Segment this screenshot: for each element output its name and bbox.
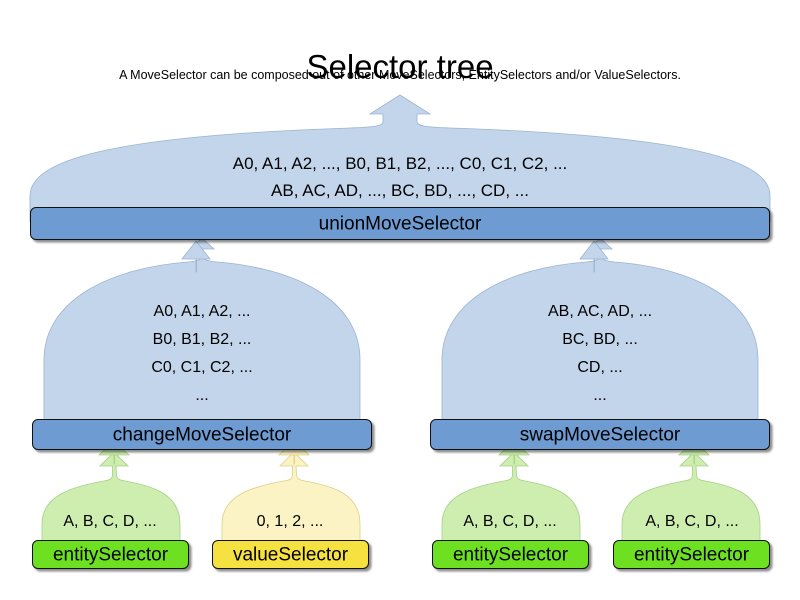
swap-balloon-shape bbox=[441, 237, 759, 433]
swap-line-4: ... bbox=[593, 387, 607, 404]
leaf1-line-1: A, B, C, D, ... bbox=[63, 513, 157, 530]
leaf4-line-1: A, B, C, D, ... bbox=[645, 513, 739, 530]
swap-line-1: AB, AC, AD, ... bbox=[547, 303, 653, 320]
change-line-2: B0, B1, B2, ... bbox=[152, 331, 252, 348]
change-move-selector-label: changeMoveSelector bbox=[112, 424, 292, 445]
leaf3-line-1: A, B, C, D, ... bbox=[463, 513, 557, 530]
change-line-3: C0, C1, C2, ... bbox=[151, 359, 253, 376]
change-balloon-shape bbox=[43, 237, 361, 433]
value-selector-bar[interactable]: valueSelector bbox=[212, 540, 369, 569]
union-line-1: A0, A1, A2, ..., B0, B1, B2, ..., C0, C1… bbox=[232, 154, 568, 173]
swap-move-selector-label: swapMoveSelector bbox=[519, 424, 681, 445]
entity-selector-label-1: entitySelector bbox=[52, 544, 169, 565]
leaf3-balloon-shape bbox=[441, 451, 581, 553]
union-line-2: AB, AC, AD, ..., BC, BD, ..., CD, ... bbox=[271, 181, 529, 200]
entity-selector-label-3: entitySelector bbox=[633, 544, 750, 565]
entity-selector-bar-2[interactable]: entitySelector bbox=[432, 540, 589, 569]
swap-line-3: CD, ... bbox=[577, 359, 623, 376]
union-move-selector-bar[interactable]: unionMoveSelector bbox=[30, 207, 770, 240]
union-move-selector-label: unionMoveSelector bbox=[318, 213, 482, 234]
swap-move-selector-bar[interactable]: swapMoveSelector bbox=[430, 419, 770, 450]
leaf4-balloon-shape bbox=[621, 451, 761, 553]
union-balloon-shape bbox=[29, 94, 771, 223]
entity-selector-bar-3[interactable]: entitySelector bbox=[613, 540, 770, 569]
entity-selector-bar-1[interactable]: entitySelector bbox=[32, 540, 189, 569]
change-line-4: ... bbox=[195, 387, 209, 404]
leaf2-line-1: 0, 1, 2, ... bbox=[256, 513, 324, 530]
change-move-selector-bar[interactable]: changeMoveSelector bbox=[32, 419, 372, 450]
arrow-change-to-union bbox=[181, 240, 211, 273]
page-title: Selector tree bbox=[306, 48, 494, 86]
entity-selector-label-2: entitySelector bbox=[452, 544, 569, 565]
value-selector-label: valueSelector bbox=[232, 544, 349, 565]
swap-line-2: BC, BD, ... bbox=[562, 331, 638, 348]
page-subtitle: A MoveSelector can be composed out of ot… bbox=[119, 68, 681, 82]
change-line-1: A0, A1, A2, ... bbox=[153, 303, 251, 320]
leaf1-balloon-shape bbox=[41, 451, 181, 553]
arrow-swap-to-union bbox=[579, 240, 609, 273]
leaf2-balloon-shape bbox=[221, 451, 361, 553]
